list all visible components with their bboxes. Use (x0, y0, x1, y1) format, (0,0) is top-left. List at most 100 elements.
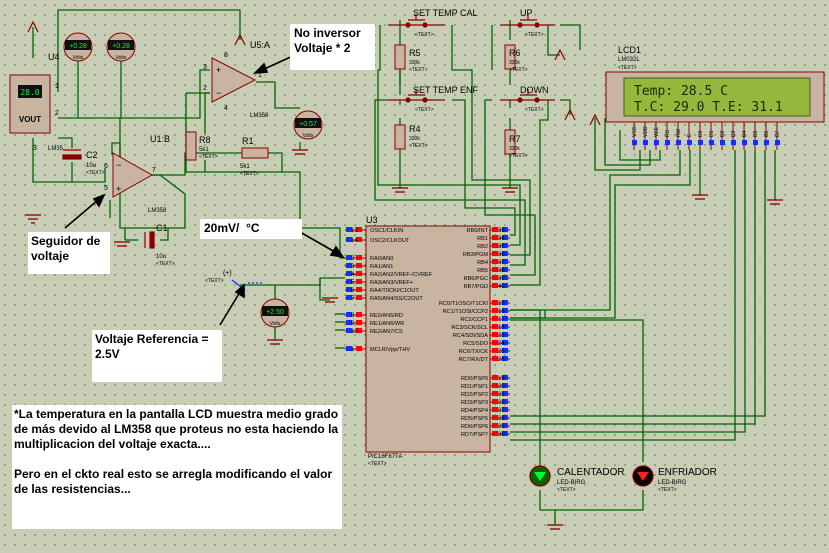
pic-pin-num: 6 (351, 288, 355, 294)
resistor-r5[interactable] (394, 44, 406, 70)
opamp-u1b[interactable]: − + (112, 152, 154, 198)
note-no-inversor: No inversor Voltaje * 2 (290, 24, 375, 70)
lcd-pin-name: D5 (753, 130, 759, 137)
pic-pin-name: RB4 (477, 260, 488, 266)
text-tag: <TEXT> (205, 278, 224, 284)
text-tag: <TEXT> (509, 67, 528, 73)
pic-pin-num: 28 (498, 416, 505, 422)
lcd-pin: D1 (709, 122, 715, 150)
pic-pin-num: 22 (498, 400, 505, 406)
button-down[interactable] (500, 89, 555, 103)
pic-pin-name: RD4/PSP4 (461, 408, 488, 414)
note-explanation: *La temperatura en la pantalla LCD muest… (12, 405, 342, 529)
lcd-pin-name: D0 (698, 130, 704, 137)
pic-pin-num: 17 (498, 317, 505, 323)
led-calentador-label: CALENTADOR (557, 467, 625, 478)
pic-pin-name: RC2/CCP1 (460, 317, 488, 323)
pic-pin-num: 8 (351, 313, 355, 319)
pic-pin-num: 26 (498, 357, 505, 363)
pic-pin-name: RA4/T0CKI/C1OUT (370, 288, 419, 294)
pic-pin-num: 9 (351, 321, 355, 327)
lcd-pin: VDD (643, 122, 649, 150)
lcd-pin-name: VSS (632, 126, 638, 137)
resistor-r8[interactable] (185, 131, 197, 161)
pic-pin-name: RD2/PSP2 (461, 392, 488, 398)
pic-pin-name: RD5/PSP5 (461, 416, 488, 422)
button-set-temp-enf[interactable] (388, 89, 445, 103)
pic-pin-name: RC4/SDI/SDA (453, 333, 488, 339)
pic-pin-right: 28 RD5/PSP5 (461, 415, 510, 422)
pic-pin-num: 40 (498, 284, 505, 290)
svg-text:−: − (216, 88, 221, 98)
lcd1-label: LCD1 (618, 45, 641, 55)
r7-label: R7 (509, 134, 521, 144)
text-tag: <TEXT> (525, 107, 544, 113)
opamp-u5a[interactable]: + − (211, 57, 257, 103)
led-calentador[interactable] (529, 465, 551, 487)
r1-label: R1 (242, 136, 254, 146)
button-set-temp-cal[interactable] (388, 14, 445, 28)
voltmeter-2[interactable]: +0.28 Volts (106, 32, 136, 62)
pic-pin-name: RB3/PGM (463, 252, 489, 258)
note-mv-per-c: 20mV/ °C (200, 219, 302, 239)
resistor-r4[interactable] (394, 124, 406, 150)
u1b-label: U1:B (150, 134, 170, 144)
text-tag: <TEXT> (658, 487, 677, 493)
led-enfriador[interactable] (632, 465, 654, 487)
pic-pin-name: RA2/AN2/VREF-/CVREF (370, 272, 433, 278)
pin-label: 4 (224, 105, 228, 112)
pic-pin-name: RC0/T1OSO/T1CKI (439, 301, 489, 307)
pic-pin-num: 39 (498, 276, 505, 282)
resistor-r6[interactable] (504, 44, 516, 70)
r6-value: 330k (509, 60, 520, 66)
c1-value: 10u (156, 254, 166, 260)
pic-pin-num: 18 (498, 325, 505, 331)
pic-pin-name: RD6/PSP6 (461, 424, 488, 430)
lcd-pin-name: D3 (731, 130, 737, 137)
voltmeter-3[interactable]: +0.57 Volts (293, 110, 323, 140)
lcd-pin: D4 (742, 122, 748, 150)
capacitor-c2[interactable] (62, 149, 82, 160)
pic-pin-right: 17 RC2/CCP1 (460, 316, 510, 323)
voltmeter-1[interactable]: +0.28 Volts (63, 32, 93, 62)
capacitor-c1[interactable] (144, 231, 155, 249)
pic-pin-num: 34 (498, 236, 505, 242)
lcd-pin-name: D1 (709, 130, 715, 137)
pic-pin-name: RD7/PSP7 (461, 432, 488, 438)
resistor-r1[interactable] (241, 147, 269, 159)
pic-microcontroller[interactable] (365, 225, 491, 453)
lm35-part: LM35 (48, 146, 64, 152)
lcd-pin: RS (665, 122, 671, 150)
lcd-pin: D5 (753, 122, 759, 150)
text-tag: <TEXT> (618, 65, 637, 71)
pic-pin-name: RC1/T1OSI/CCP2 (443, 309, 488, 315)
pic-pin-num: 38 (498, 268, 505, 274)
r8-label: R8 (199, 135, 211, 145)
pin-label: 3 (33, 145, 37, 152)
r8-text: <TEXT> (199, 154, 218, 160)
pic-pin-num: 13 (351, 228, 358, 234)
button-up[interactable] (500, 14, 555, 28)
voltmeter-4[interactable]: +2.50 Volts (260, 298, 290, 328)
svg-text:+: + (216, 65, 221, 75)
lm35-sensor[interactable]: 28.0 VOUT (9, 74, 51, 134)
resistor-r7[interactable] (504, 129, 516, 155)
pin-label: 3 (203, 64, 207, 71)
lcd-pin: D0 (698, 122, 704, 150)
lcd-pin-name: E (687, 133, 693, 137)
lm35-vout: VOUT (19, 115, 41, 124)
button-set-temp-enf-label: SET TEMP ENF (413, 85, 479, 95)
lcd-pin-name: D7 (775, 130, 781, 137)
c2-text: <TEXT> (86, 170, 105, 176)
lcd-display[interactable]: Temp: 28.5 C T.C: 29.0 T.E: 31.1 (605, 71, 825, 123)
